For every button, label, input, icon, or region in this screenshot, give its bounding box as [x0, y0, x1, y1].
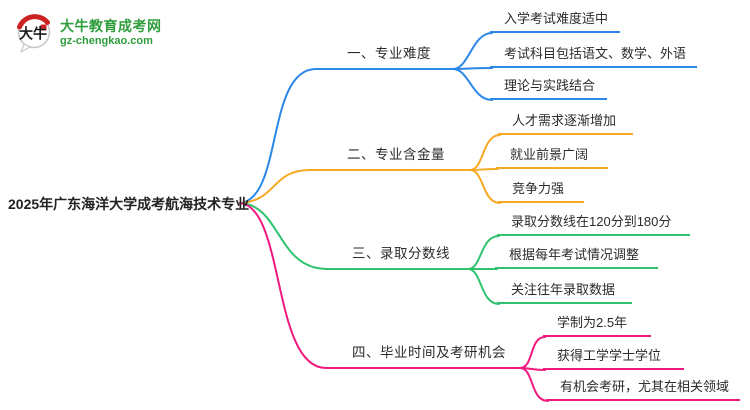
- branch-trunk: [239, 68, 454, 204]
- site-domain: gz-chengkao.com: [60, 35, 153, 47]
- leaf-node: 人才需求逐渐增加: [498, 113, 633, 135]
- branch-trunk: [239, 169, 471, 204]
- logo-seal: [40, 24, 47, 31]
- leaf-connector: [452, 68, 493, 101]
- branch-trunk: [239, 202, 469, 270]
- branch-4-lines: [239, 202, 549, 402]
- leaf-connector: [452, 32, 493, 70]
- branch-label-4: 四、毕业时间及考研机会: [352, 345, 506, 360]
- leaf-node: 竞争力强: [498, 181, 584, 203]
- leaf-node: 就业前景广阔: [496, 147, 608, 169]
- leaf-node: 学制为2.5年: [543, 315, 651, 337]
- branch-label-2: 二、专业含金量: [347, 147, 445, 162]
- branch-2-lines: [239, 134, 501, 204]
- site-logo[interactable]: 大牛 大牛教育成考网 gz-chengkao.com: [14, 12, 162, 54]
- leaf-connector: [469, 168, 499, 171]
- leaf-node: 有机会考研，尤其在相关领域: [546, 379, 740, 401]
- leaf-connector: [469, 169, 501, 204]
- svg-text:大牛: 大牛: [19, 26, 47, 42]
- logo-bubble-tail: [20, 43, 31, 53]
- leaf-node: 关注往年录取数据: [497, 282, 632, 304]
- site-name: 大牛教育成考网: [60, 18, 162, 34]
- leaf-connector: [452, 67, 493, 70]
- leaf-connector: [519, 367, 549, 402]
- leaf-connector: [467, 268, 500, 305]
- leaf-node: 录取分数线在120分到180分: [497, 214, 690, 236]
- branch-1-lines: [239, 32, 493, 204]
- branch-trunk: [239, 202, 521, 369]
- branch-label-1: 一、专业难度: [347, 46, 431, 61]
- leaf-node: 理论与实践结合: [490, 78, 607, 100]
- root-topic: 2025年广东海洋大学成考航海技术专业: [8, 196, 250, 212]
- leaf-node: 入学考试难度适中: [490, 11, 620, 33]
- daniu-logo-icon: 大牛: [17, 14, 51, 53]
- leaf-node: 获得工学学士学位: [543, 348, 684, 370]
- leaf-node: 根据每年考试情况调整: [495, 247, 658, 269]
- leaf-connector: [519, 336, 546, 369]
- logo-red-arc: [17, 14, 50, 30]
- leaf-node: 考试科目包括语文、数学、外语: [490, 46, 697, 68]
- branch-3-lines: [239, 202, 500, 305]
- branch-label-3: 三、录取分数线: [352, 246, 450, 261]
